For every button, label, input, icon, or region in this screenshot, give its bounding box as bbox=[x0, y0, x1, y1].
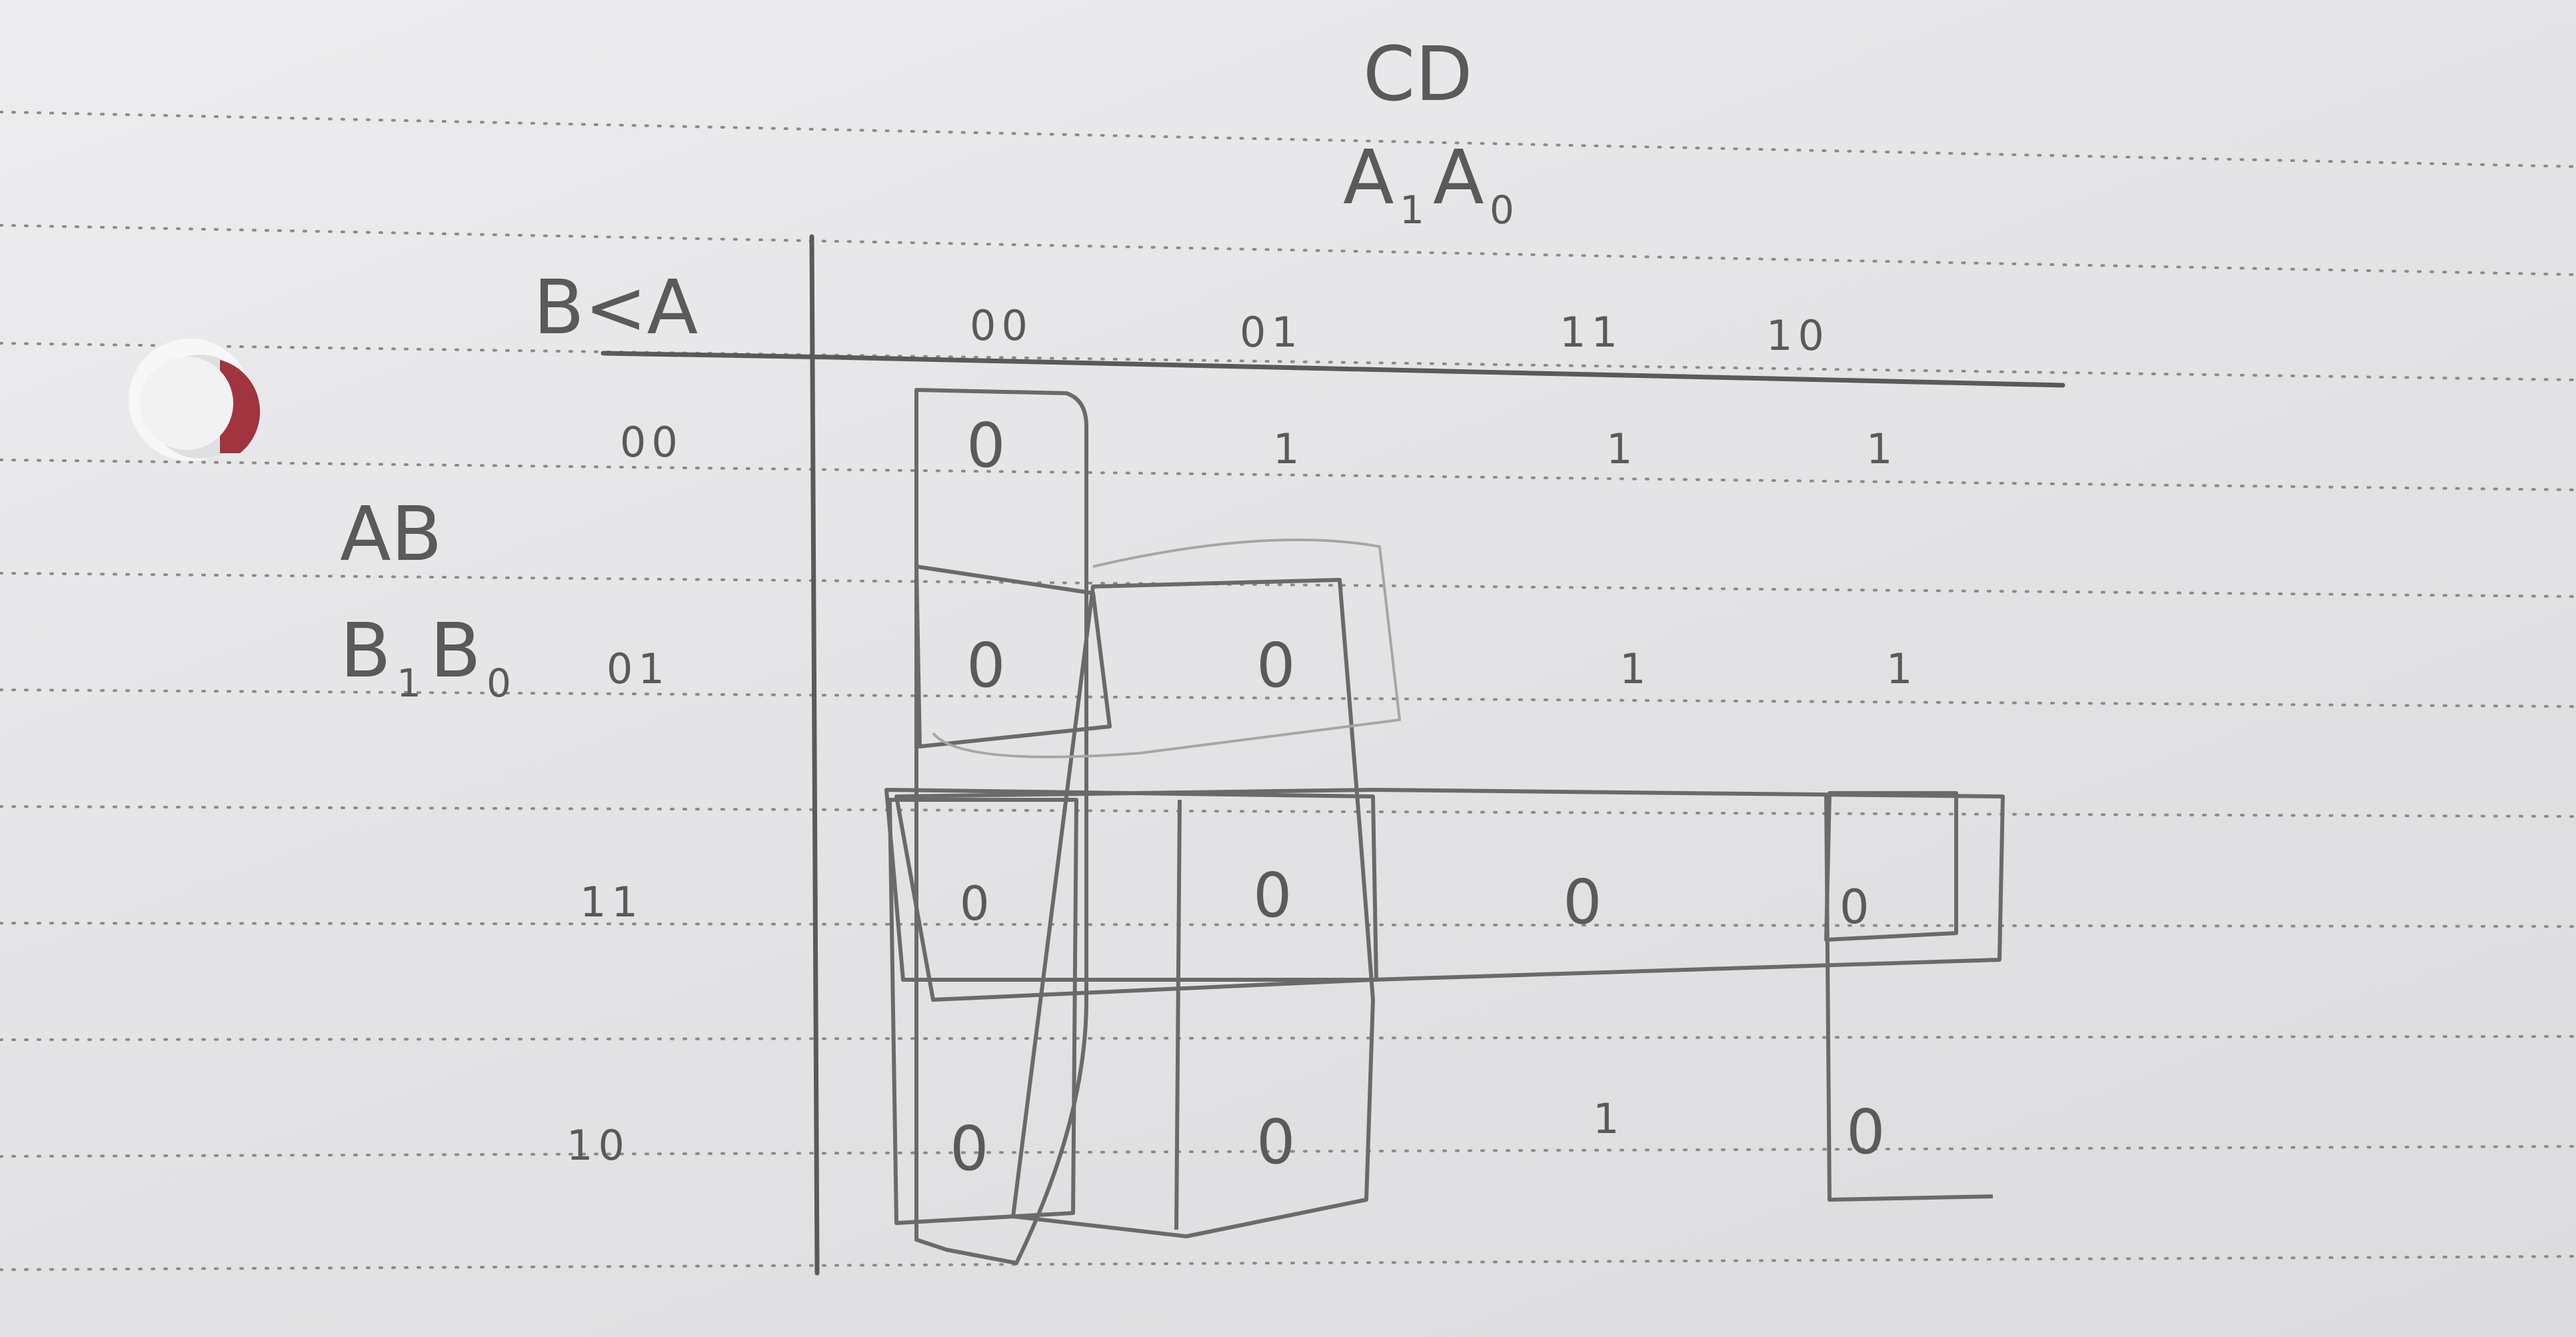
row-code: 10 bbox=[567, 1121, 630, 1170]
loop-corner bbox=[914, 565, 1112, 748]
map-cell: 1 bbox=[1886, 645, 1912, 693]
map-cell: 0 bbox=[966, 410, 1006, 481]
loop-divider bbox=[1174, 799, 1182, 1230]
loop-bottom-left bbox=[888, 798, 1078, 1225]
corner-label: B<A bbox=[533, 265, 698, 351]
loop-middle-block bbox=[1011, 578, 1375, 1238]
side-title: AB bbox=[340, 491, 442, 578]
map-cell: 0 bbox=[1840, 880, 1870, 934]
map-cell: 0 bbox=[966, 630, 1006, 701]
punch-hole bbox=[129, 339, 261, 461]
top-variable: A 1 A 0 bbox=[1343, 135, 1514, 233]
map-cell: 0 bbox=[1253, 860, 1292, 931]
column-code: 10 bbox=[1766, 311, 1830, 360]
loop-column-00 bbox=[914, 388, 1088, 1265]
top-var-letter-2: A bbox=[1433, 135, 1484, 221]
map-cell: 1 bbox=[1273, 425, 1299, 473]
side-rule bbox=[809, 234, 820, 1276]
map-cell: 1 bbox=[1620, 645, 1646, 693]
loop-faint bbox=[932, 539, 1401, 758]
header-rule bbox=[601, 351, 2065, 388]
side-var-letter-2: B bbox=[430, 608, 481, 694]
side-var-subscript-1: 1 bbox=[397, 661, 421, 706]
row-code: 00 bbox=[620, 418, 683, 467]
row-code: 01 bbox=[607, 645, 670, 693]
column-code: 00 bbox=[970, 301, 1033, 350]
loop-row-11-wide bbox=[894, 788, 2005, 1002]
map-cell: 0 bbox=[1256, 1106, 1296, 1178]
map-cell: 1 bbox=[1593, 1094, 1619, 1143]
map-cell: 1 bbox=[1866, 425, 1892, 473]
column-code: 11 bbox=[1560, 308, 1623, 357]
map-axes bbox=[601, 234, 2065, 1276]
top-title: CD bbox=[1363, 31, 1472, 118]
map-cell: 0 bbox=[1256, 630, 1296, 701]
top-var-subscript-2: 0 bbox=[1490, 187, 1514, 233]
top-var-subscript-1: 1 bbox=[1400, 187, 1424, 233]
column-codes: 00 01 11 10 bbox=[970, 301, 1830, 360]
side-variable: B 1 B 0 bbox=[340, 608, 511, 706]
row-codes: 00 01 11 10 bbox=[567, 418, 683, 1170]
loop-column-10 bbox=[1824, 792, 1993, 1202]
side-var-letter-1: B bbox=[340, 608, 391, 694]
map-cell: 0 bbox=[1846, 1096, 1886, 1168]
grouping-loops bbox=[884, 388, 2005, 1265]
row-code: 11 bbox=[580, 878, 643, 926]
map-cell: 1 bbox=[1606, 425, 1632, 473]
map-cell: 0 bbox=[960, 876, 990, 931]
map-cells: 0 1 1 1 0 0 1 1 0 0 0 0 0 0 1 0 bbox=[950, 410, 1912, 1184]
map-cell: 0 bbox=[950, 1113, 989, 1184]
side-var-subscript-2: 0 bbox=[487, 661, 511, 706]
column-code: 01 bbox=[1240, 308, 1303, 357]
top-var-letter-1: A bbox=[1343, 135, 1394, 221]
map-cell: 0 bbox=[1563, 866, 1602, 938]
ruled-lines bbox=[0, 111, 2576, 1271]
